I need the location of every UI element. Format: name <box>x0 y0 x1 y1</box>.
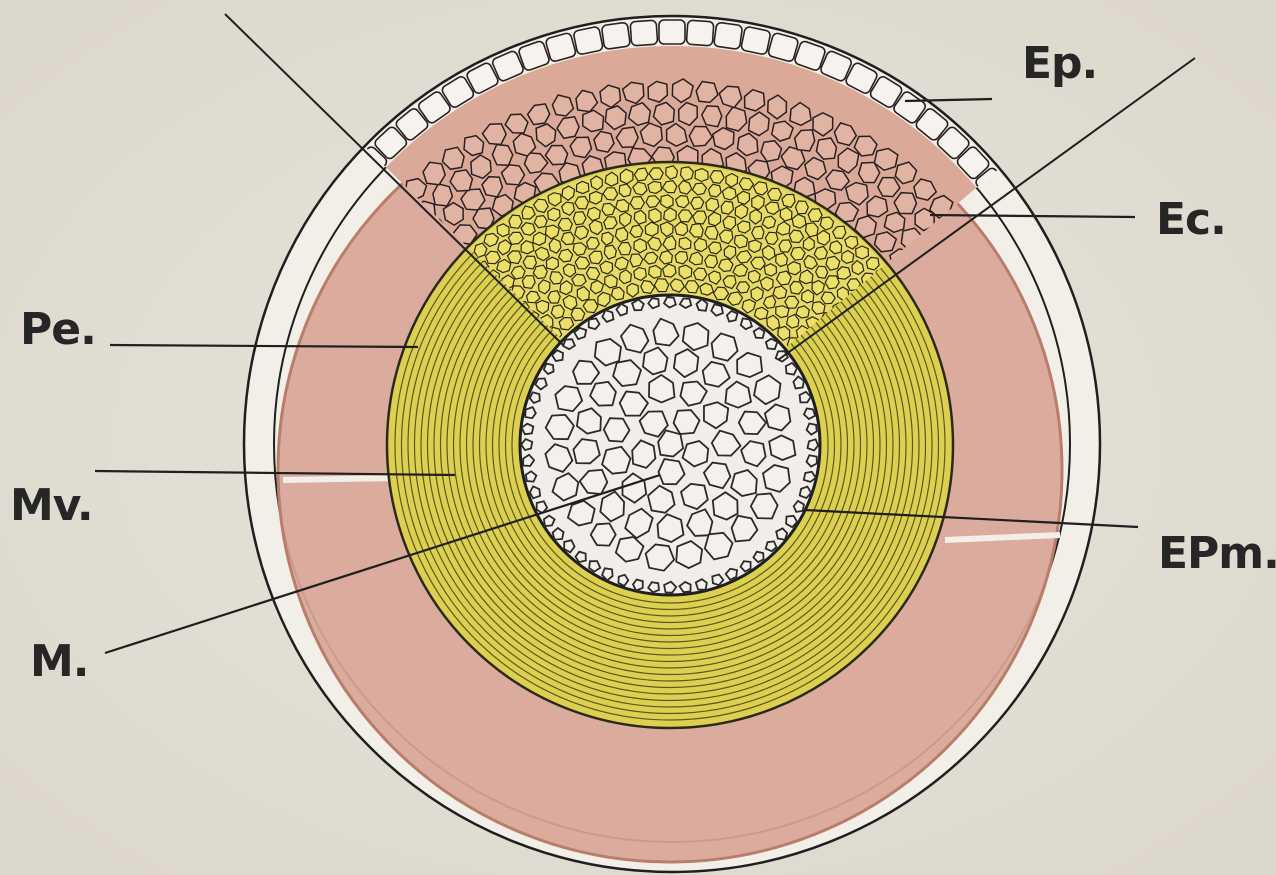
cell <box>521 241 534 254</box>
cell <box>700 283 714 295</box>
epidermis-cell <box>686 20 714 46</box>
pith-cells <box>520 295 820 595</box>
cell <box>751 494 778 519</box>
cell <box>808 209 822 222</box>
cell <box>604 418 630 441</box>
cell <box>654 279 668 292</box>
cell <box>576 552 586 562</box>
cell <box>796 306 809 318</box>
cell <box>530 392 540 403</box>
cell <box>768 189 782 201</box>
cell <box>856 246 869 259</box>
cell <box>787 262 800 275</box>
epidermis-cell <box>714 22 743 49</box>
cell <box>710 171 724 184</box>
cell <box>634 239 647 253</box>
epidermis-cell <box>659 20 685 44</box>
cell <box>615 257 628 270</box>
cell <box>695 169 708 182</box>
cell <box>837 267 851 279</box>
cell <box>587 237 600 249</box>
cell <box>525 407 536 418</box>
cell <box>705 255 718 268</box>
cell <box>796 201 809 214</box>
cell <box>765 232 778 244</box>
cell <box>696 579 707 590</box>
cell <box>779 240 792 252</box>
label-m: M. <box>30 636 89 687</box>
cell <box>576 181 588 193</box>
cell <box>737 191 749 204</box>
cell <box>737 353 762 377</box>
cell <box>741 318 752 329</box>
label-pe: Pe. <box>20 304 96 355</box>
cell <box>544 364 554 374</box>
cell <box>691 197 704 209</box>
cell <box>814 247 827 260</box>
cell <box>764 264 776 276</box>
epidermis-cell <box>741 26 771 55</box>
cell <box>755 307 769 319</box>
cell <box>546 257 558 270</box>
cell <box>648 181 662 193</box>
cell <box>523 256 536 269</box>
epidermis-cell <box>630 20 658 46</box>
cell <box>884 212 904 232</box>
cell <box>433 184 453 206</box>
label-ec: Ec. <box>1156 194 1226 245</box>
label-mv: Mv. <box>10 480 93 531</box>
cell <box>630 197 644 209</box>
cell <box>806 223 819 237</box>
cell <box>591 523 616 545</box>
label-epm: EPm. <box>1158 528 1276 579</box>
cell <box>633 580 643 591</box>
cell <box>808 439 819 450</box>
cell <box>522 276 535 289</box>
cell <box>773 286 787 299</box>
cell <box>702 106 722 127</box>
cell <box>620 169 633 184</box>
cell <box>749 240 762 252</box>
cell <box>530 486 540 498</box>
cell <box>492 145 512 166</box>
cell <box>727 311 738 322</box>
cell <box>548 291 560 303</box>
cell <box>754 328 765 338</box>
cell <box>679 238 691 250</box>
cell <box>694 268 707 281</box>
cell <box>616 200 629 212</box>
cell <box>766 339 777 350</box>
epidermis-cell <box>601 22 630 49</box>
cell <box>694 238 707 251</box>
cell <box>785 296 799 308</box>
epidermis-cell <box>573 26 603 55</box>
cell <box>816 266 828 278</box>
cell <box>752 226 764 239</box>
cell <box>618 243 631 255</box>
cell <box>766 541 777 551</box>
cell <box>630 225 643 237</box>
label-ep: Ep. <box>1022 38 1097 89</box>
cell <box>533 265 547 278</box>
cell <box>776 306 789 318</box>
cell <box>649 266 662 279</box>
cell <box>509 215 522 228</box>
cell <box>548 208 560 221</box>
cell <box>571 308 585 321</box>
cell <box>812 302 825 315</box>
